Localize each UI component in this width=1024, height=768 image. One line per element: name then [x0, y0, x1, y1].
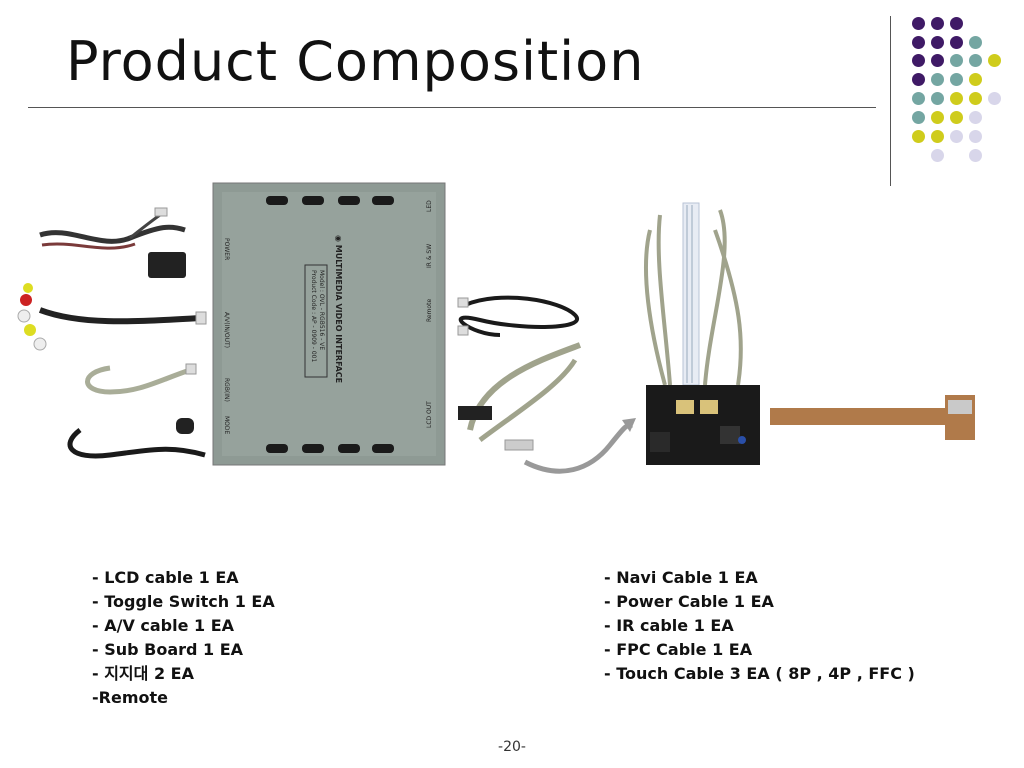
- dot: [912, 54, 925, 67]
- port-rgb-label: RGB(IN): [223, 378, 230, 402]
- dot: [931, 111, 944, 124]
- dot: [912, 73, 925, 86]
- page-number: -20-: [498, 739, 526, 755]
- dot: [912, 92, 925, 105]
- title-underline: [28, 107, 876, 108]
- dot: [988, 54, 1001, 67]
- dot: [931, 149, 944, 162]
- dot: [912, 36, 925, 49]
- dot: [950, 54, 963, 67]
- dot: [950, 73, 963, 86]
- dot: [912, 111, 925, 124]
- navi-cable-image: [458, 342, 582, 451]
- dot: [969, 54, 982, 67]
- dot: [969, 111, 982, 124]
- dot: [950, 92, 963, 105]
- list-item: - 지지대 2 EA: [92, 664, 194, 683]
- dot: [931, 92, 944, 105]
- list-item: - A/V cable 1 EA: [92, 616, 235, 635]
- interface-box: ◉ MULTIMEDIA VIDEO INTERFACE Model : OVL…: [212, 182, 446, 466]
- sub-board-cable-image: [85, 363, 197, 395]
- lcd-cable-image: [39, 207, 186, 278]
- port-power-label: POWER: [223, 238, 230, 260]
- dot: [931, 17, 944, 30]
- av-cable-image: [17, 283, 207, 351]
- port-lcd-label: LCD OUT: [426, 401, 433, 428]
- touch-cable-image: [644, 202, 743, 386]
- port-mode-label: MODE: [223, 416, 230, 435]
- dot: [912, 17, 925, 30]
- port-remote-label: Remote: [426, 299, 433, 322]
- dot: [969, 149, 982, 162]
- dot: [969, 73, 982, 86]
- list-item: - FPC Cable 1 EA: [604, 640, 753, 659]
- port-led-label: LED: [426, 200, 433, 212]
- pcb-board-image: [646, 385, 760, 465]
- fpc-cable-image: [770, 395, 975, 440]
- dot: [912, 130, 925, 143]
- dot: [950, 36, 963, 49]
- dot: [988, 92, 1001, 105]
- connection-arrow: [523, 422, 633, 474]
- device-code-label: Product Code : AP - 0909 - 001: [310, 270, 317, 362]
- list-item: - Toggle Switch 1 EA: [92, 592, 275, 611]
- list-item: - Touch Cable 3 EA ( 8P , 4P , FFC ): [604, 664, 915, 683]
- dot: [969, 130, 982, 143]
- port-av-label: A/V(IN/OUT): [223, 312, 230, 348]
- dot: [969, 36, 982, 49]
- slide-title: Product Composition: [66, 30, 645, 93]
- right-component-list: - Navi Cable 1 EA - Power Cable 1 EA - I…: [604, 566, 915, 686]
- left-component-list: - LCD cable 1 EA - Toggle Switch 1 EA - …: [92, 566, 275, 710]
- dot: [931, 36, 944, 49]
- dot: [950, 17, 963, 30]
- port-ir-label: IR & SW: [426, 244, 433, 268]
- device-brand-label: ◉ MULTIMEDIA VIDEO INTERFACE: [334, 235, 343, 383]
- list-item: - LCD cable 1 EA: [92, 568, 239, 587]
- list-item: - Navi Cable 1 EA: [604, 568, 758, 587]
- dot: [931, 130, 944, 143]
- dot: [969, 92, 982, 105]
- list-item: - Power Cable 1 EA: [604, 592, 774, 611]
- list-item: - Sub Board 1 EA: [92, 640, 244, 659]
- vertical-divider: [890, 16, 891, 186]
- dot: [950, 130, 963, 143]
- dot: [950, 111, 963, 124]
- list-item: -Remote: [92, 688, 168, 707]
- list-item: - IR cable 1 EA: [604, 616, 734, 635]
- ir-cable-image: [67, 418, 206, 459]
- dot: [931, 54, 944, 67]
- power-cable-image: [457, 295, 580, 337]
- dot: [931, 73, 944, 86]
- device-model-label: Model : OVL - RGB516 - VE: [318, 270, 325, 350]
